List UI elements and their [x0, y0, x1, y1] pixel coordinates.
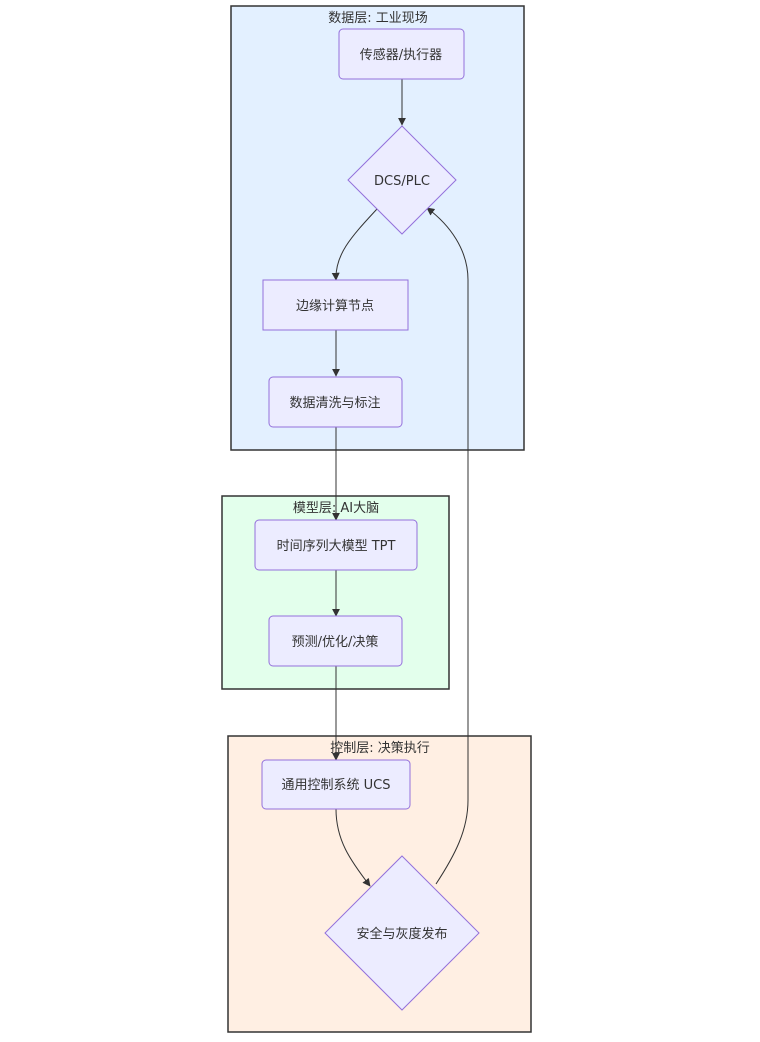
node-dcs-label: DCS/PLC [374, 174, 430, 189]
node-ucs-label: 通用控制系统 UCS [282, 778, 391, 793]
node-sensors[interactable]: 传感器/执行器 [338, 28, 465, 80]
node-tpt[interactable]: 时间序列大模型 TPT [254, 519, 418, 571]
node-tpt-label: 时间序列大模型 TPT [277, 539, 396, 554]
cluster-data-layer: 数据层: 工业现场 [230, 5, 525, 451]
node-cleaning-label: 数据清洗与标注 [289, 396, 380, 411]
node-safety[interactable]: 安全与灰度发布 [324, 855, 480, 1011]
edge-ucs-to-safety [335, 808, 371, 887]
cluster-control-title: 控制层: 决策执行 [330, 740, 430, 756]
node-edge-compute[interactable]: 边缘计算节点 [262, 279, 409, 331]
node-ucs[interactable]: 通用控制系统 UCS [261, 759, 411, 810]
node-dcs[interactable]: DCS/PLC [347, 125, 457, 235]
node-sensors-label: 传感器/执行器 [360, 47, 442, 63]
node-cleaning[interactable]: 数据清洗与标注 [268, 376, 403, 428]
edges [331, 79, 469, 887]
node-safety-label: 安全与灰度发布 [356, 926, 447, 942]
edge-safety-to-dcs [426, 207, 469, 885]
node-edge-compute-label: 边缘计算节点 [296, 299, 374, 314]
node-predict[interactable]: 预测/优化/决策 [268, 615, 403, 667]
node-predict-label: 预测/优化/决策 [292, 634, 379, 650]
edge-dcs-to-edge-node [331, 208, 378, 281]
cluster-data-title: 数据层: 工业现场 [328, 11, 428, 26]
